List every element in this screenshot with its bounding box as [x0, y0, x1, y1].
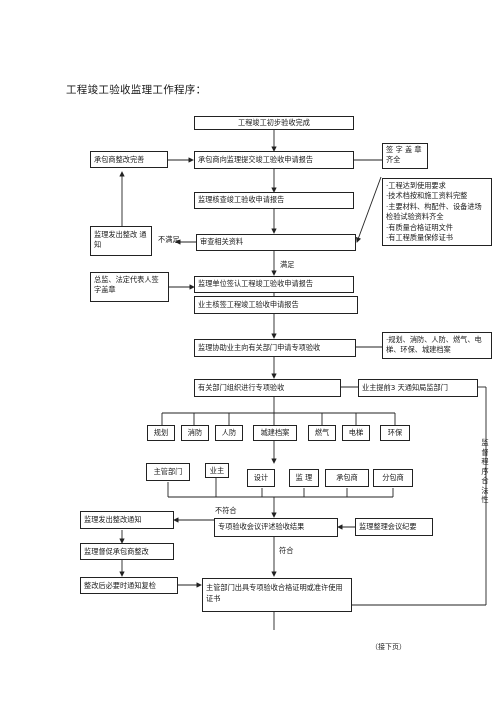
category-box: 环保 [380, 425, 410, 441]
not-satisfied-label: 不满足 [158, 235, 180, 244]
issue-rectify-box: 监理发出整改通知 [80, 511, 174, 529]
participant-box: 主管部门 [146, 463, 190, 481]
continued-note: （接下页） [371, 643, 406, 651]
review-report-box: 监理核查竣工验收申请报告 [194, 192, 354, 209]
rectify-notice-box: 监理发出整改 通知 [90, 226, 152, 256]
participant-box: 承包商 [325, 469, 369, 487]
evaluate-result-box: 专项验收会议评述验收结果 [214, 518, 338, 537]
certificate-box: 主管部门出具专项验收合格证明或准许使用证书 [202, 578, 352, 612]
page-title: 工程竣工验收监理工作程序： [66, 84, 207, 96]
requirement-item: ·主要材料、构配件、设备进场检验试验资料齐全 [386, 201, 482, 222]
requirement-item: ·工程达到使用要求 [386, 181, 446, 190]
prelim-acceptance-box: 工程竣工初步验收完成 [194, 116, 354, 130]
requirements-list: ·工程达到使用要求 ·技术档按和施工资料完整 ·主要材料、构配件、设备进场检验试… [382, 178, 492, 247]
category-box: 电梯 [342, 425, 370, 441]
legality-vertical-label: 监督程序合法性 [481, 438, 489, 504]
submit-report-box: 承包商向监理提交竣工验收申请报告 [194, 151, 354, 169]
recheck-box: 整改后必要时通知复检 [80, 577, 178, 594]
conform-label: 符合 [279, 546, 294, 555]
nonconform-label: 不符合 [215, 506, 237, 515]
special-items-note: ·规划、消防、人防、燃气、电梯、环保、城建档案 [382, 332, 492, 359]
category-box: 人防 [215, 425, 243, 441]
owner-notify-box: 业主提前3 天通知局监部门 [358, 379, 478, 397]
owner-sign-box: 业主核签工程竣工验收申请报告 [194, 296, 358, 314]
participant-box: 分包商 [373, 469, 413, 487]
category-box: 规划 [147, 425, 175, 441]
requirement-item: ·技术档按和施工资料完整 [386, 191, 468, 201]
participant-box: 设计 [247, 469, 275, 487]
assist-owner-box: 监理协助业主向有关部门申请专项验收 [194, 339, 356, 357]
minutes-box: 监理整理会议纪要 [355, 518, 433, 536]
supervisor-sign-box: 监理单位签认工程竣工验收申请报告 [194, 276, 354, 293]
chief-sign-box: 总监、法定代表人签字盖章 [90, 272, 169, 302]
participant-box: 监 理 [289, 469, 319, 487]
requirement-item: ·有质量合格证明文件 [386, 222, 453, 232]
category-box: 燃气 [308, 425, 336, 441]
urge-rectify-box: 监理督促承包商整改 [80, 543, 174, 560]
contractor-rectify-box: 承包商整改完善 [90, 151, 168, 168]
satisfied-label: 满足 [280, 260, 295, 269]
category-box: 消防 [181, 425, 209, 441]
review-docs-box: 审查相关资料 [196, 234, 356, 251]
requirement-item: ·有工程质量保修证书 [386, 233, 453, 243]
special-inspection-box: 有关部门组织进行专项验收 [194, 379, 341, 397]
participant-box: 业主 [205, 463, 229, 478]
sign-seal-box: 签 字 盖 章齐全 [382, 143, 428, 169]
category-box: 城建档案 [253, 425, 297, 441]
